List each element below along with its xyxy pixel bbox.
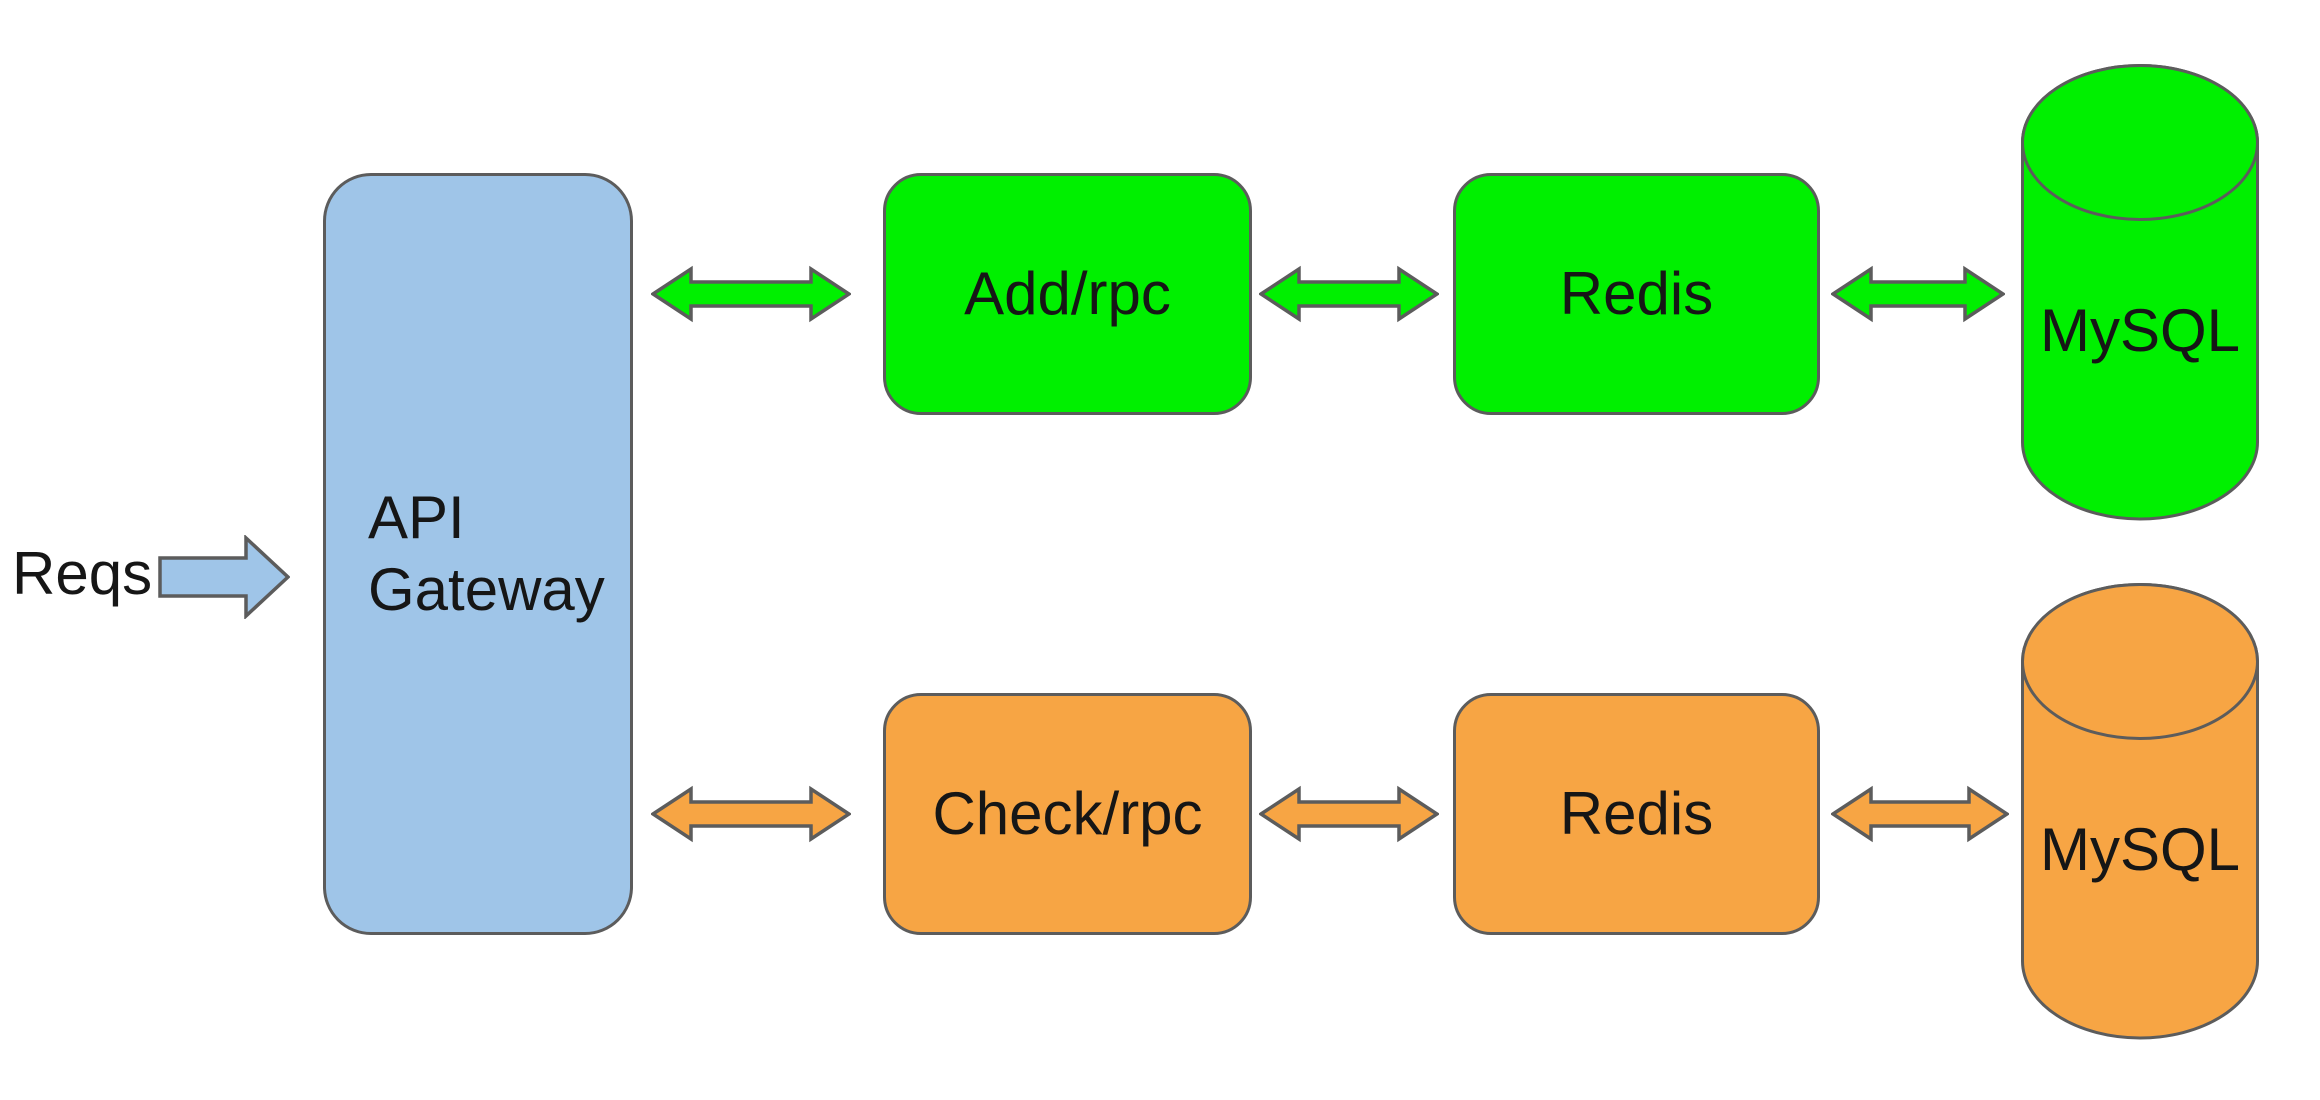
redis-node-add-flow: Redis <box>1453 173 1820 415</box>
reqs-arrow-icon <box>158 535 290 619</box>
check-rpc-node: Check/rpc <box>883 693 1252 935</box>
arrow-addrpc-redis <box>1259 265 1439 323</box>
mysql-cylinder-add-flow <box>2021 64 2259 521</box>
redis-label-add-flow: Redis <box>1559 260 1714 327</box>
mysql-label-check-flow: MySQL <box>2039 816 2241 883</box>
check-rpc-label: Check/rpc <box>932 780 1203 847</box>
mysql-label-add-flow: MySQL <box>2039 297 2241 364</box>
arrow-redis-mysql-add <box>1831 265 2005 323</box>
arrow-checkrpc-redis <box>1259 785 1439 843</box>
redis-label-check-flow: Redis <box>1559 780 1714 847</box>
add-rpc-node: Add/rpc <box>883 173 1252 415</box>
arrow-gateway-checkrpc <box>651 785 851 843</box>
api-gateway-label: API Gateway <box>368 484 605 623</box>
add-rpc-label: Add/rpc <box>964 260 1171 327</box>
reqs-label: Reqs <box>12 540 153 607</box>
arrow-redis-mysql-check <box>1831 785 2009 843</box>
mysql-cylinder-check-flow <box>2021 583 2259 1040</box>
api-gateway-node: API Gateway <box>323 173 633 935</box>
redis-node-check-flow: Redis <box>1453 693 1820 935</box>
arrow-gateway-addrpc <box>651 265 851 323</box>
